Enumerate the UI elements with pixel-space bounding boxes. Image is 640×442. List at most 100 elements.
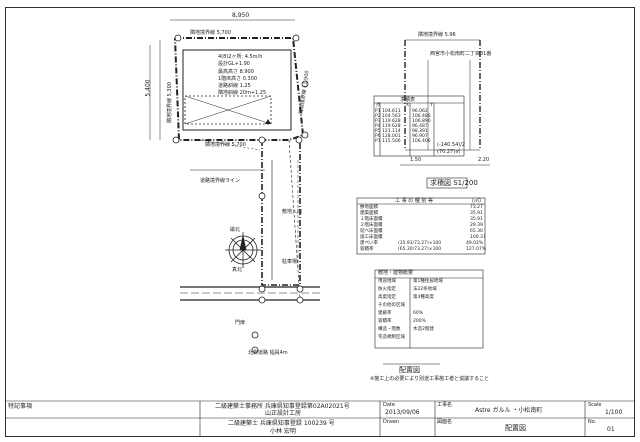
coords-cell: 121.114 (382, 129, 401, 134)
coords-cell: P5 (375, 129, 381, 134)
coords-cell: P2 (375, 114, 381, 119)
gate-label: 門扉 (235, 320, 246, 326)
title-label: 図面名 (437, 419, 453, 425)
coords-cell: 98.391 (412, 129, 428, 134)
coords-cell: P3 (375, 119, 381, 124)
survey-marks (172, 34, 309, 354)
building-note-1: 4(8)2ヶ所: 4.5m/h (218, 54, 263, 60)
date-value: 2013/09/06 (385, 409, 420, 416)
gl-triangle-icon (265, 119, 271, 124)
site-row-label: 容積率 (360, 247, 374, 252)
site-row-label: １階床面積 (360, 217, 383, 222)
coords-cell: 128.001 (382, 134, 401, 139)
zoning-row-label: 容積率 (378, 319, 392, 324)
coords-cell: 104.611 (382, 109, 401, 114)
site-row-label: 建築面積 (360, 211, 378, 216)
coords-header: 点 (376, 103, 381, 108)
coords-header: Y (430, 103, 433, 108)
site-row-label: 施工床面積 (360, 235, 383, 240)
coords-cell: P7 (375, 139, 381, 144)
coords-cell: 119.628 (382, 119, 401, 124)
coords-cell: 104.563 (382, 114, 401, 119)
site-row-value: 49.02% (466, 241, 484, 246)
drawn-label: Drawn (383, 419, 400, 425)
right-plot-dim-left: 1.50 (410, 157, 422, 163)
dim-left: 5,400 (144, 79, 152, 97)
designer-line-2: 山正設計工房 (265, 410, 302, 417)
zoning-row-value: 木造2階建 (413, 327, 434, 332)
coords-cell: P4 (375, 124, 381, 129)
no-value: 01 (607, 426, 615, 433)
site-row-formula: (65.30/73.27)×100 (398, 247, 442, 252)
building-note-5: 道路斜線 1.25 (218, 83, 251, 89)
designer-line-3: 二級建築士 兵庫県知事登録 100239 号 (228, 420, 335, 427)
compass-magnetic-label: 磁北 (230, 227, 241, 233)
zoning-row-label: 防火指定 (378, 287, 396, 292)
compass-north-label: 真北 (232, 267, 243, 273)
south-line-label: 隣地境界線 5,700 (205, 142, 246, 148)
building-note-2: 設計GL+1.90 (218, 61, 250, 67)
site-row-value: 73.27 (470, 205, 483, 210)
coords-cell: P1 (375, 109, 381, 114)
west-line-label: 隣地境界線 5,300 (166, 82, 173, 123)
site-row-formula: (35.91/73.27)×100 (398, 241, 442, 246)
right-plot-outline (400, 39, 490, 166)
plan-caption: 配置図 (399, 366, 420, 374)
zoning-row-value: 法22条地域 (413, 287, 437, 292)
site-row-label: 延べ床面積 (360, 229, 383, 234)
coords-cell: 96.907 (412, 134, 428, 139)
coords-title: 求積表 (400, 97, 416, 103)
zoning-row-label: 建蔽率 (378, 311, 392, 316)
coords-cell: 106.890 (412, 119, 431, 124)
zoning-row-value: 200% (413, 319, 426, 324)
name-value: Astre ガルル ・小松南町 (475, 407, 543, 414)
road-address-label: 北側道路 幅員4m (248, 350, 288, 356)
drawing-frame (5, 7, 635, 437)
title-block-grid (5, 400, 635, 437)
building-note-4: 1階床高さ 0.300 (218, 76, 258, 82)
coords-cell: P6 (375, 134, 381, 139)
coords-cell: 115.506 (382, 139, 401, 144)
remarks-label: 特記事項 (8, 403, 33, 410)
dim-top: 8,950 (232, 12, 250, 19)
footnote: ※施工上の必要により別途工事施工者と協議すること (370, 376, 490, 382)
zoning-row-value: 第1種住居地域 (413, 279, 443, 284)
site-table-unit: (㎡) (472, 198, 481, 204)
site-row-value: 127.07% (466, 247, 487, 252)
designer-line-1: 二級建築士事務所 兵庫県知事登録第02A02021号 (215, 403, 350, 410)
designer-line-4: 小林 宏明 (270, 428, 296, 435)
right-plot-title: 西宮市小松南町二丁目31番 (430, 51, 492, 57)
right-plot-dim-right: 2.20 (478, 157, 490, 163)
coords-cell: 96.062 (412, 109, 428, 114)
zoning-row-label: 宅造規制区域 (378, 335, 405, 340)
scale-caption: 求積図 S1/200 (430, 179, 478, 187)
site-row-value: 35.91 (470, 211, 483, 216)
table-grid (356, 95, 486, 365)
site-row-label: 建ぺい率 (360, 241, 378, 246)
zoning-row-label: 構造・階数 (378, 327, 401, 332)
zoning-row-label: その他の区域 (378, 303, 405, 308)
site-row-label: ２階床面積 (360, 223, 383, 228)
site-row-value: 29.39 (470, 223, 483, 228)
zoning-row-label: 高度指定 (378, 295, 396, 300)
coords-cell: 106.406 (412, 139, 431, 144)
zoning-row-label: 用途地域 (378, 279, 396, 284)
site-table-title: 工 事 の 種 別 等 (395, 198, 433, 204)
building-note-6: 隣地斜線 20m+1.25 (218, 90, 267, 96)
date-label: Date (383, 402, 395, 408)
right-plot-top-label: 隣地境界線 5.96 (418, 32, 456, 38)
coords-cell: 119.628 (382, 124, 401, 129)
site-row-value: 65.30 (470, 229, 483, 234)
scale-value: 1/100 (605, 409, 623, 416)
title-value: 配置図 (505, 424, 526, 432)
parking-label: 駐車場 (282, 259, 298, 265)
site-row-label: 敷地面積 (360, 205, 378, 210)
name-label: 工事名 (437, 402, 453, 408)
north-line-label: 隣地境界線 5,700 (190, 30, 231, 36)
compass-icon (225, 232, 261, 268)
site-row-value: 35.91 (470, 217, 483, 222)
coords-area: (70.27)㎡ (437, 149, 461, 155)
site-row-value: 100.37 (470, 235, 486, 240)
